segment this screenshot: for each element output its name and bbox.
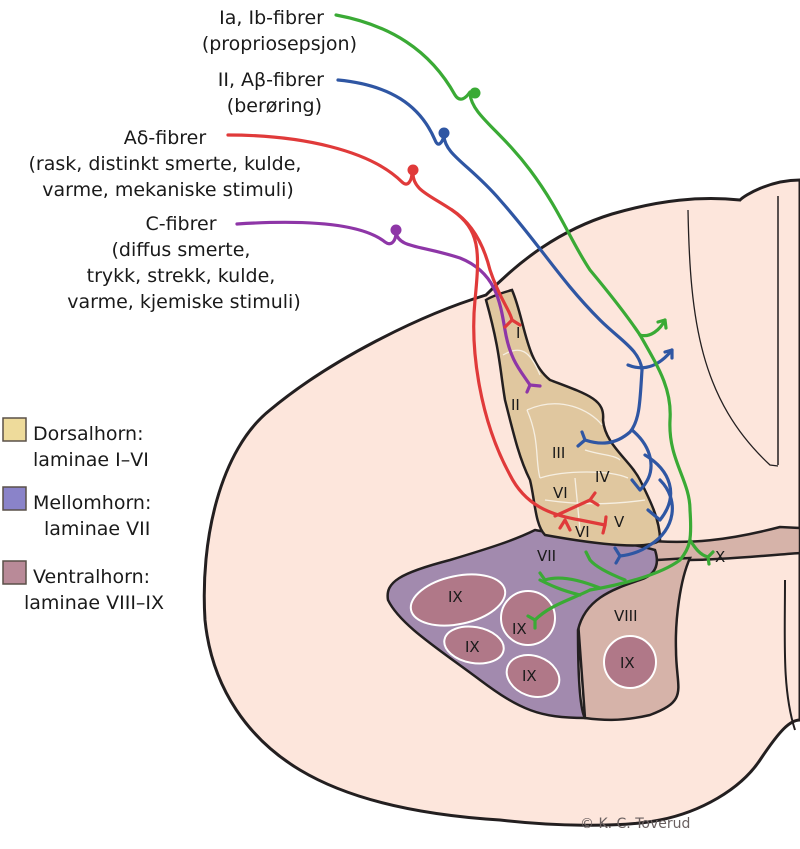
motor-pool-ix	[500, 590, 556, 646]
fiber-label-adelta: Aδ-fibrer (rask, distinkt smerte, kulde,…	[28, 127, 307, 201]
fiber-label-line: varme, mekaniske stimuli)	[42, 179, 294, 201]
lamina-label-vii: VII	[537, 547, 556, 565]
fiber-label-line: (diffus smerte,	[112, 239, 251, 261]
lamina-label-ix: IX	[620, 654, 635, 672]
fiber-label-c: C-fibrer (diffus smerte, trykk, strekk, …	[67, 213, 301, 313]
abeta-fiber	[336, 78, 674, 565]
motor-pool-ix	[443, 625, 505, 665]
legend-subtitle-intermediate: laminae VII	[44, 518, 150, 540]
motor-pool-ix	[603, 635, 657, 689]
abeta-fiber-soma	[438, 127, 450, 139]
fiber-label-ia-ib: Ia, Ib-fibrer (propriosepsjon)	[202, 7, 357, 55]
motor-pool-ix	[505, 654, 561, 698]
fiber-label-line: Ia, Ib-fibrer	[219, 7, 324, 29]
copyright: © K. C. Toverud	[580, 816, 690, 832]
lamina-boundary	[526, 403, 603, 426]
fiber-label-line: II, Aβ-fibrer	[218, 69, 324, 91]
spinal-cord-outline	[202, 178, 800, 827]
fiber-label-line: trykk, strekk, kulde,	[87, 265, 276, 287]
lamina-label-ix: IX	[448, 588, 463, 606]
legend-swatch-dorsal	[2, 417, 27, 442]
lamina-boundary	[584, 449, 621, 461]
fiber-label-line: (berøring)	[227, 95, 322, 117]
fiber-label-line: (rask, distinkt smerte, kulde,	[28, 153, 301, 175]
adelta-fiber-soma	[407, 164, 419, 176]
legend-swatch-intermediate	[2, 486, 27, 511]
lamina-boundary	[526, 409, 541, 479]
legend-swatch-ventral	[2, 560, 27, 585]
fiber-label-line: C-fibrer	[145, 213, 216, 235]
fiber-label-line: (propriosepsjon)	[202, 33, 357, 55]
lamina-label-x: X	[715, 548, 725, 566]
lamina-label-ix: IX	[522, 667, 537, 685]
lamina-label-ix: IX	[465, 638, 480, 656]
fiber-label-line: Aδ-fibrer	[124, 127, 207, 149]
lamina-label-iii: III	[552, 444, 565, 462]
c-fiber-soma	[390, 224, 402, 236]
lamina-label-viii: VIII	[614, 607, 638, 625]
legend-subtitle-ventral: laminae VIII–IX	[24, 592, 164, 614]
ia-ib-fiber-soma	[469, 87, 481, 99]
legend: Dorsalhorn: laminae I–VI Mellomhorn: lam…	[2, 417, 164, 614]
lamina-label-ii: II	[511, 396, 520, 414]
lamina-boundary	[539, 471, 629, 479]
lamina-label-iv: IV	[595, 468, 610, 486]
legend-subtitle-dorsal: laminae I–VI	[33, 449, 149, 471]
ventral-median-fissure	[783, 579, 796, 731]
lamina-label-vi-b: VI	[575, 523, 590, 541]
c-fiber	[235, 220, 542, 394]
dorsal-horn	[484, 288, 662, 547]
lamina-label-v: V	[614, 513, 625, 531]
adelta-fiber	[226, 133, 608, 535]
legend-title-ventral: Ventralhorn:	[33, 566, 150, 588]
legend-title-dorsal: Dorsalhorn:	[33, 423, 143, 445]
lamina-label-vi-a: VI	[553, 484, 568, 502]
lamina-label-ix: IX	[512, 620, 527, 638]
lamina-label-i: I	[516, 324, 520, 342]
dorsal-intermediate-septum	[687, 209, 779, 467]
fiber-label-line: varme, kjemiske stimuli)	[67, 291, 301, 313]
legend-title-intermediate: Mellomhorn:	[33, 492, 151, 514]
lamina-boundary	[502, 349, 541, 376]
motor-pool-ix	[409, 573, 507, 627]
ia-ib-fiber	[334, 13, 715, 630]
fiber-label-abeta: II, Aβ-fibrer (berøring)	[218, 69, 330, 117]
